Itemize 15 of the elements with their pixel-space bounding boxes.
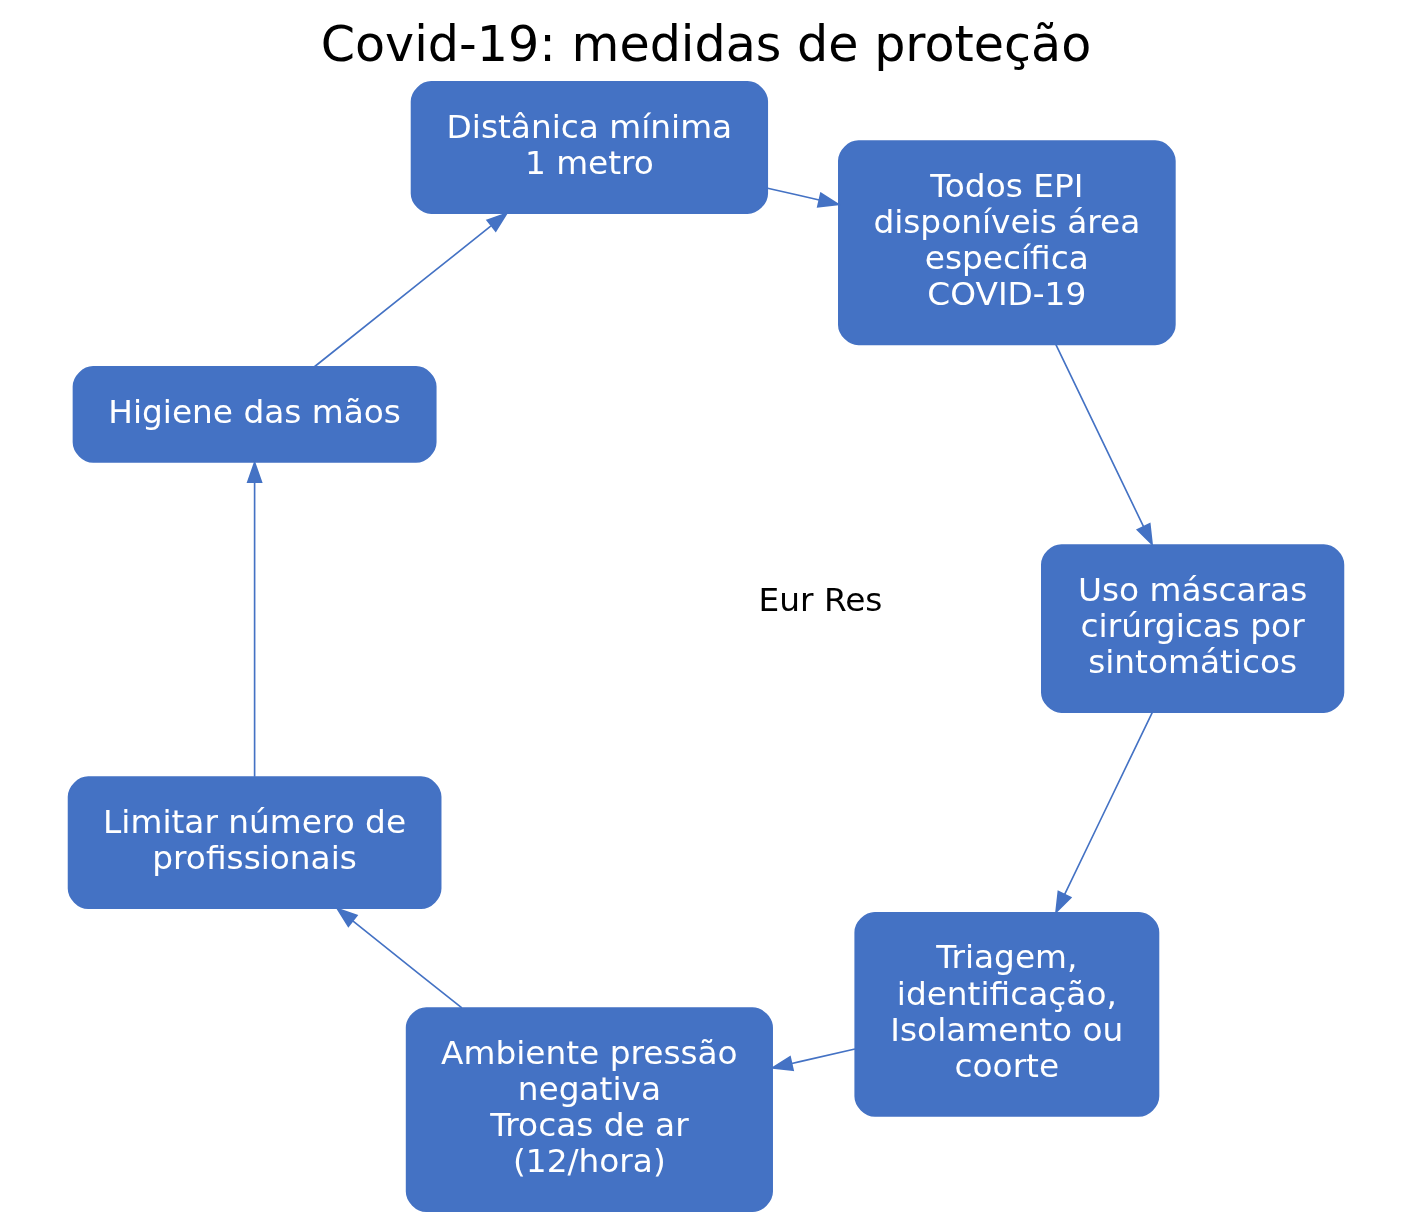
arrow bbox=[1054, 343, 1153, 547]
node-box: Distânica mínima 1 metro bbox=[410, 81, 768, 214]
diagram-title: Covid-19: medidas de proteção bbox=[320, 14, 1091, 73]
node-box: Ambiente pressão negativa Trocas de ar (12/hora) bbox=[405, 1007, 773, 1213]
node-box: Triagem, identificação, Isolamento ou coorte bbox=[853, 911, 1159, 1117]
arrow bbox=[334, 907, 463, 1009]
label: Eur Res bbox=[758, 580, 882, 619]
node-box: Limitar número de profissionais bbox=[67, 776, 441, 910]
arrow bbox=[246, 460, 263, 778]
arrow bbox=[313, 211, 509, 368]
arrow bbox=[766, 187, 841, 208]
node-box: Todos EPI disponíveis área específica COVID-19 bbox=[837, 140, 1176, 346]
node-box: Higiene das mãos bbox=[72, 366, 437, 463]
node-box: Uso máscaras cirúrgicas por sintomáticos bbox=[1040, 544, 1344, 713]
arrow bbox=[1054, 711, 1153, 915]
